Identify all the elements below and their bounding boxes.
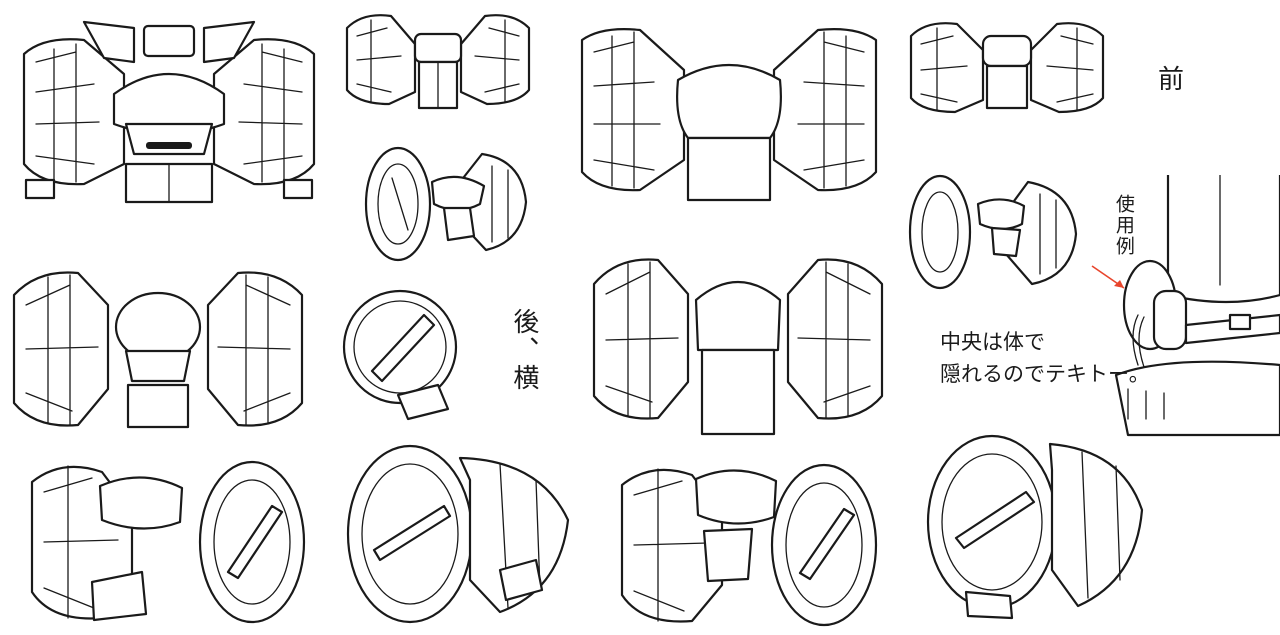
rover-back-icon xyxy=(580,28,878,202)
rover-angled-icon xyxy=(908,174,1078,290)
rover-front-icon xyxy=(345,14,531,110)
rover-front-small-drawing xyxy=(343,6,533,116)
usage-example-figure-icon xyxy=(1114,173,1280,437)
annotation-note-line-1: 中央は体で xyxy=(940,330,1045,354)
rover-three-quarter-1-drawing xyxy=(362,142,532,267)
pointer-arrow-icon xyxy=(1091,265,1125,289)
rover-three-quarter-2-drawing xyxy=(906,172,1081,297)
wheel-perspective-icon xyxy=(926,434,1144,620)
rover-top-icon xyxy=(592,258,884,436)
rover-top-down-drawing xyxy=(8,265,308,435)
annotation-note-line-2: 隠れるのでテキトー。 xyxy=(940,362,1150,386)
rover-perspective-2-drawing xyxy=(340,440,575,630)
rover-perspective-4-drawing xyxy=(922,430,1147,625)
usage-example-drawing xyxy=(1108,173,1280,445)
rover-front-large-drawing xyxy=(14,14,324,204)
rover-perspective-icon xyxy=(30,460,306,624)
rover-perspective-1-drawing xyxy=(22,452,307,627)
wheel-side-icon xyxy=(342,289,458,421)
wheel-side-drawing xyxy=(338,285,473,425)
rover-back-small-drawing xyxy=(907,14,1107,124)
rover-perspective-icon xyxy=(620,463,878,627)
rover-top-icon xyxy=(12,271,304,429)
annotation-note: 中央は体で 隠れるのでテキトー。 xyxy=(940,326,1150,390)
usage-example-label: 使用例 xyxy=(1112,194,1135,257)
front-view-label: 前 xyxy=(1158,65,1185,95)
rover-perspective-3-drawing xyxy=(612,455,882,630)
rover-front-icon xyxy=(22,20,316,204)
rover-angled-icon xyxy=(364,146,528,262)
rover-top-back-drawing xyxy=(588,250,888,440)
back-side-view-label: 後、横 xyxy=(508,308,539,392)
rover-perspective-icon xyxy=(346,444,570,624)
rover-back-icon xyxy=(909,22,1105,114)
rover-back-large-drawing xyxy=(574,20,884,205)
